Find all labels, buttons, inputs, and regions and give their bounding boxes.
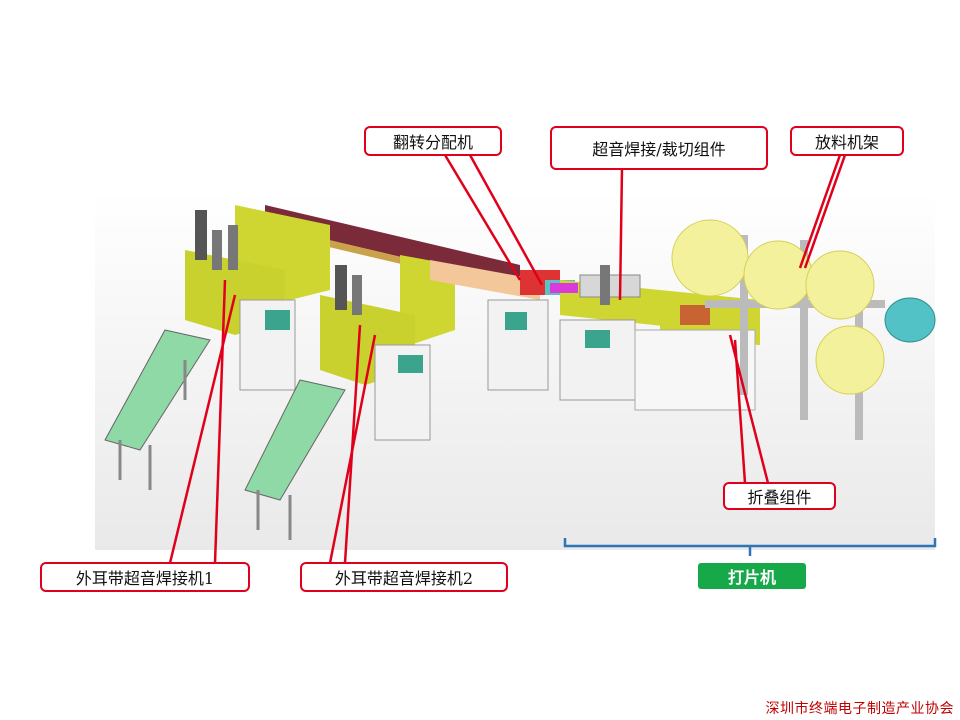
- ear-loop-welder-1-label: 外耳带超音焊接机1: [75, 569, 215, 588]
- blank-machine-text: 打片机: [727, 568, 776, 587]
- leader-folding-2: [728, 334, 770, 484]
- callout-folding-assembly: 折叠组件: [723, 482, 836, 510]
- flip-distributor-label: 翻转分配机: [392, 133, 473, 152]
- ear-loop-welder-1-machine: [104, 205, 330, 490]
- leader-welder1-b: [213, 279, 227, 564]
- callout-ear-loop-welder-1: 外耳带超音焊接机1: [40, 562, 250, 592]
- leader-flip-distributor-2: [468, 154, 544, 286]
- leader-material-rack-2: [803, 154, 847, 269]
- material-rack-label: 放料机架: [814, 133, 879, 152]
- footer-organization: 深圳市终端电子制造产业协会: [765, 701, 954, 717]
- blank-machine-label: 打片机: [698, 563, 806, 589]
- ear-loop-welder-2-machine: [244, 255, 455, 540]
- material-rack-machine: [671, 219, 936, 440]
- leader-welder1-a: [168, 294, 237, 564]
- machine-illustration: [95, 190, 936, 550]
- leader-ultrasonic-weld: [618, 167, 624, 301]
- ear-loop-welder-2-label: 外耳带超音焊接机2: [334, 569, 474, 588]
- leader-flip-distributor-1: [443, 154, 522, 281]
- ultrasonic-weld-cut-label: 超音焊接/裁切组件: [592, 140, 726, 159]
- callout-ultrasonic-weld-cut: 超音焊接/裁切组件: [550, 126, 768, 170]
- callout-ear-loop-welder-2: 外耳带超音焊接机2: [300, 562, 508, 592]
- leader-lines: [168, 154, 847, 564]
- leader-material-rack-1: [798, 154, 842, 269]
- callout-flip-distributor: 翻转分配机: [364, 126, 502, 156]
- leader-welder2-b: [343, 324, 362, 564]
- callout-material-rack: 放料机架: [790, 126, 904, 156]
- blank-machine-bracket: [563, 538, 937, 556]
- folding-assembly-label: 折叠组件: [747, 488, 812, 507]
